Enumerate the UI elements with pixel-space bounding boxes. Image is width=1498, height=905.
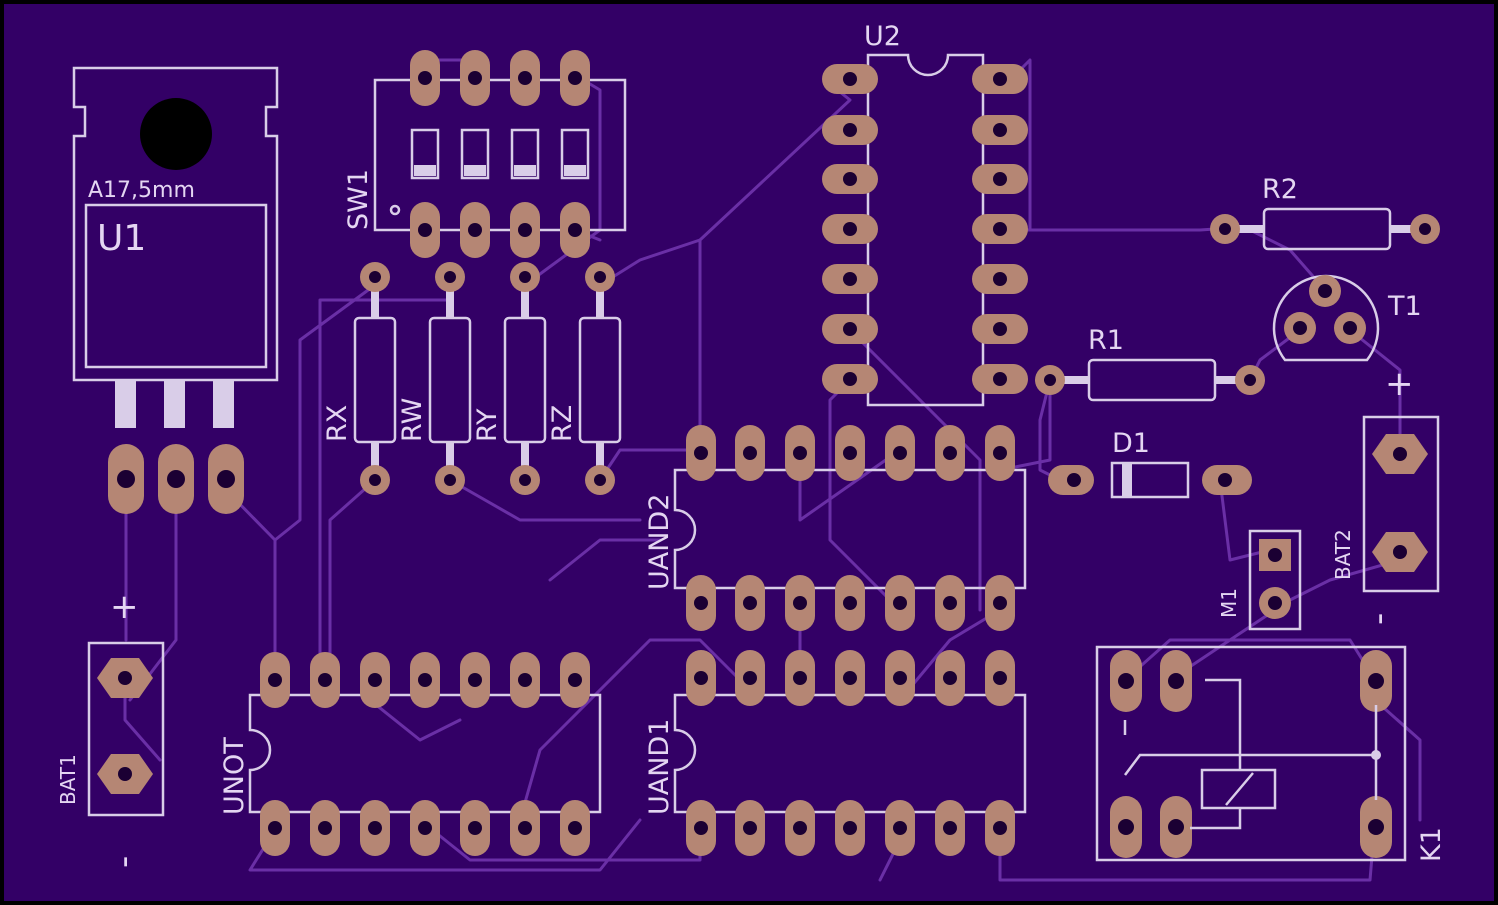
k1-label: K1 xyxy=(1416,827,1447,862)
rw-label: RW xyxy=(397,398,428,442)
ry-label: RY xyxy=(472,408,503,442)
bat2-minus-label: - xyxy=(1359,613,1399,625)
resistor-rw: RW xyxy=(397,262,472,495)
unot-pins-bottom xyxy=(260,800,590,856)
sw1-dip-switch: SW1 xyxy=(343,50,627,258)
sw1-pads-top xyxy=(410,50,590,106)
m1-label: M1 xyxy=(1217,588,1241,618)
uand1-pins-bottom xyxy=(686,800,1015,856)
r2-label: R2 xyxy=(1262,174,1298,205)
sw1-switch-levers xyxy=(410,128,590,180)
bat1-minus-label: - xyxy=(104,856,144,868)
u2-ic: U2 xyxy=(822,21,1028,407)
unot-ic: UNOT xyxy=(219,652,602,856)
bat2-label: BAT2 xyxy=(1331,529,1355,580)
u2-label: U2 xyxy=(864,21,901,52)
diode-d1: D1 xyxy=(1048,428,1252,499)
uand1-ic: UAND1 xyxy=(644,650,1027,856)
u1-regulator: A17,5mm U1 xyxy=(72,66,279,514)
t1-label: T1 xyxy=(1387,291,1422,322)
d1-label: D1 xyxy=(1112,428,1150,459)
bat1-plus-label: + xyxy=(110,587,139,627)
rx-label: RX xyxy=(322,405,353,442)
resistor-rx: RX xyxy=(322,262,397,495)
uand2-pins-top xyxy=(686,425,1015,481)
relay-k1: K1 xyxy=(1095,645,1447,862)
connector-m1: M1 xyxy=(1217,529,1302,631)
resistor-ry: RY xyxy=(472,262,547,495)
resistor-r2: R2 xyxy=(1210,174,1440,251)
u1-package-label: A17,5mm xyxy=(88,178,195,203)
transistor-t1: T1 xyxy=(1272,274,1422,362)
unot-pins-top xyxy=(260,652,590,708)
uand2-ic: UAND2 xyxy=(644,425,1027,631)
uand2-label: UAND2 xyxy=(644,494,675,590)
resistor-array: RX RW RY RZ xyxy=(322,262,622,495)
resistor-r1: R1 xyxy=(1035,325,1265,402)
sw1-pads-bottom xyxy=(410,202,590,258)
bat2-plus-label: + xyxy=(1385,364,1414,404)
battery-bat1: + - BAT1 xyxy=(56,587,165,868)
uand2-pins-bottom xyxy=(686,575,1015,631)
unot-label: UNOT xyxy=(219,737,250,815)
bat1-label: BAT1 xyxy=(56,754,80,805)
uand1-pins-top xyxy=(686,650,1015,706)
uand1-label: UAND1 xyxy=(644,719,675,815)
u2-pins-right xyxy=(972,64,1028,394)
battery-bat2: + - BAT2 xyxy=(1331,364,1440,625)
u2-pins-left xyxy=(822,64,878,394)
r1-label: R1 xyxy=(1088,325,1124,356)
rz-label: RZ xyxy=(547,405,578,442)
resistor-rz: RZ xyxy=(547,262,622,495)
mounting-hole xyxy=(140,98,212,170)
sw1-label: SW1 xyxy=(343,169,374,230)
u1-label: U1 xyxy=(97,218,146,259)
